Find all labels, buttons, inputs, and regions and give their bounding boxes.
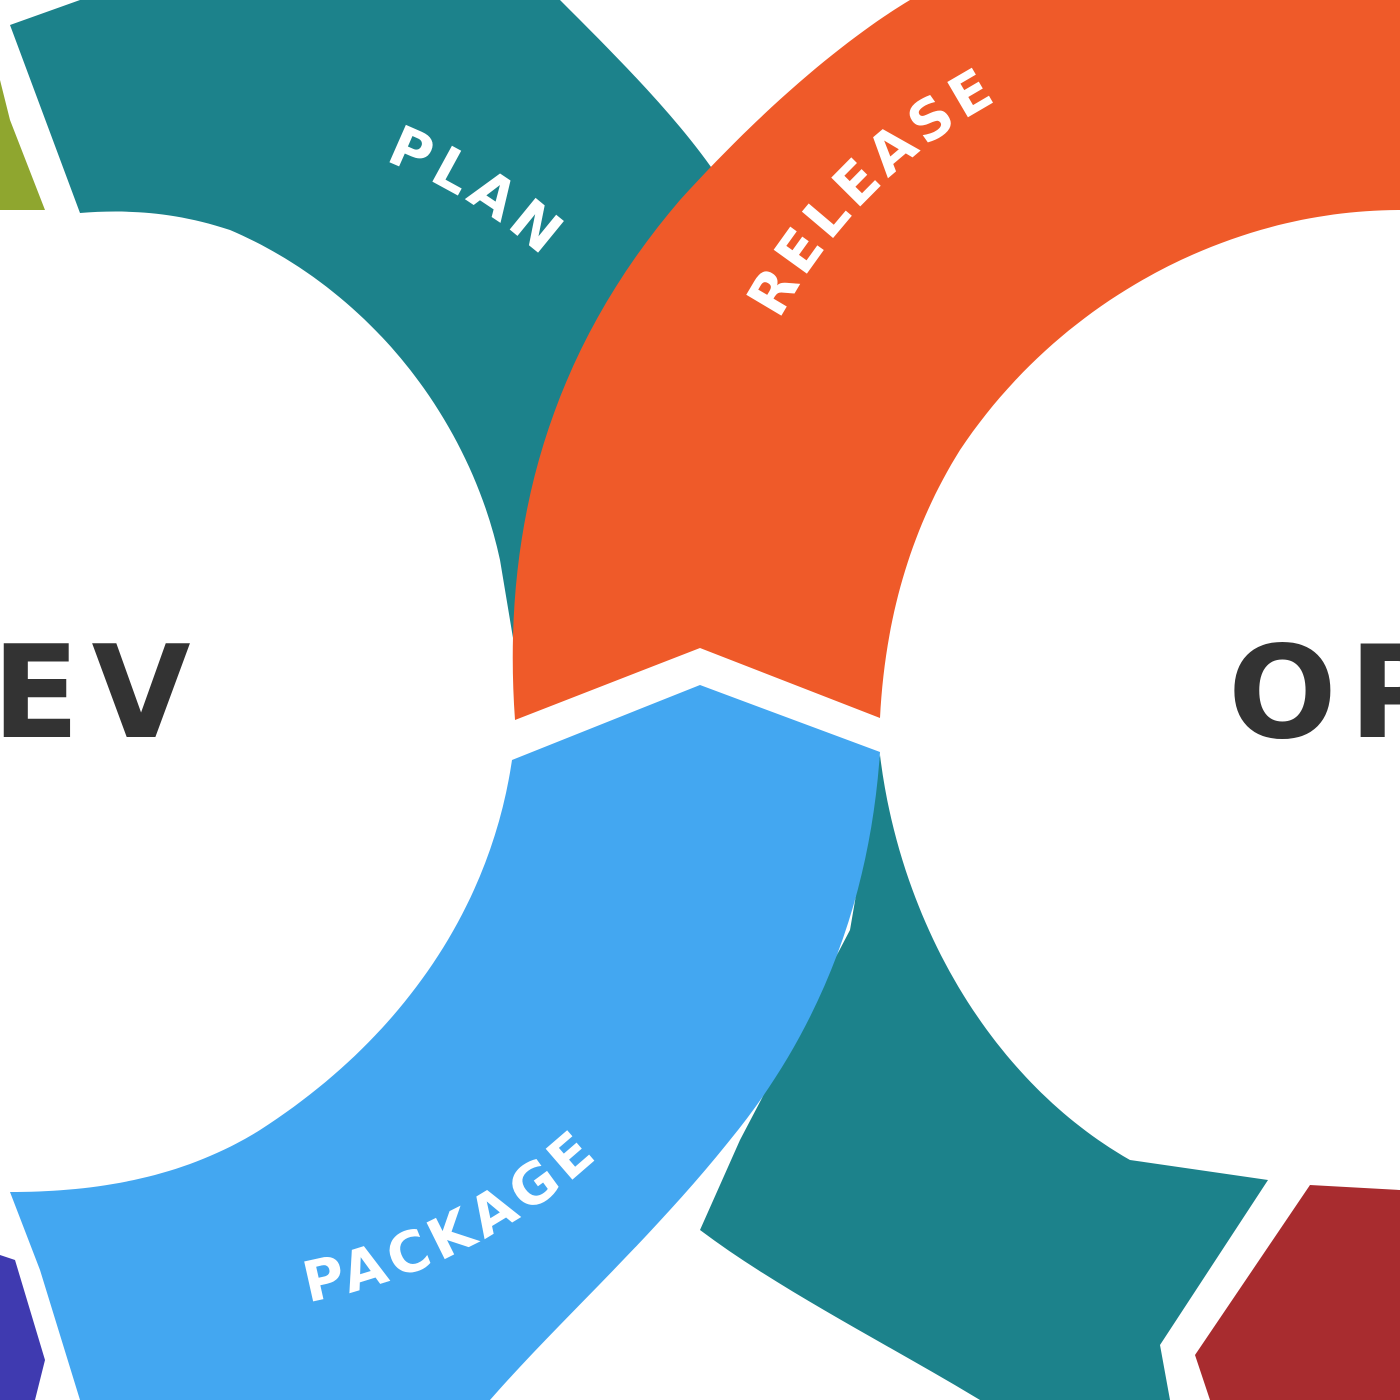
package-segment	[10, 685, 880, 1400]
left-loop-label: EV	[0, 619, 203, 768]
left-top-green-segment	[0, 80, 45, 210]
right-bottom-red-segment	[1195, 1185, 1400, 1400]
monitor-teal-segment	[700, 755, 1268, 1400]
release-segment	[512, 0, 1400, 720]
left-bottom-indigo-segment	[0, 1255, 45, 1400]
right-loop-label: OP	[1228, 619, 1400, 768]
